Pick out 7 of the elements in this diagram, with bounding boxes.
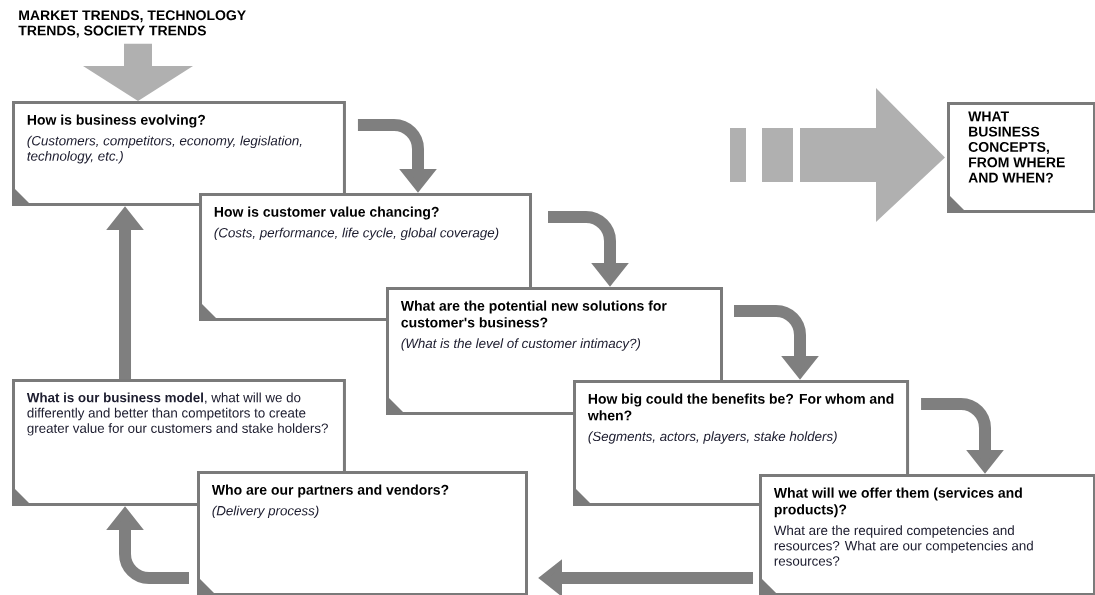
question-box: Who are our partners and vendors? (Delivery process) bbox=[197, 471, 528, 595]
heading-text: MARKET TRENDS, TECHNOLOGY TRENDS, SOCIETY TRENDS bbox=[18, 10, 246, 38]
block-arrow bbox=[83, 43, 193, 101]
question-box: What will we offer them (services and products)? What are the required competencies and resources? What are our competencies and resources? bbox=[759, 474, 1095, 595]
block-arrow bbox=[730, 88, 945, 222]
result-box: WHAT BUSINESS CONCEPTS, FROM WHERE AND WHEN? bbox=[947, 102, 1095, 213]
question-box: How is business evolving? (Customers, competitors, economy, legislation, technology, etc.) bbox=[12, 101, 346, 206]
